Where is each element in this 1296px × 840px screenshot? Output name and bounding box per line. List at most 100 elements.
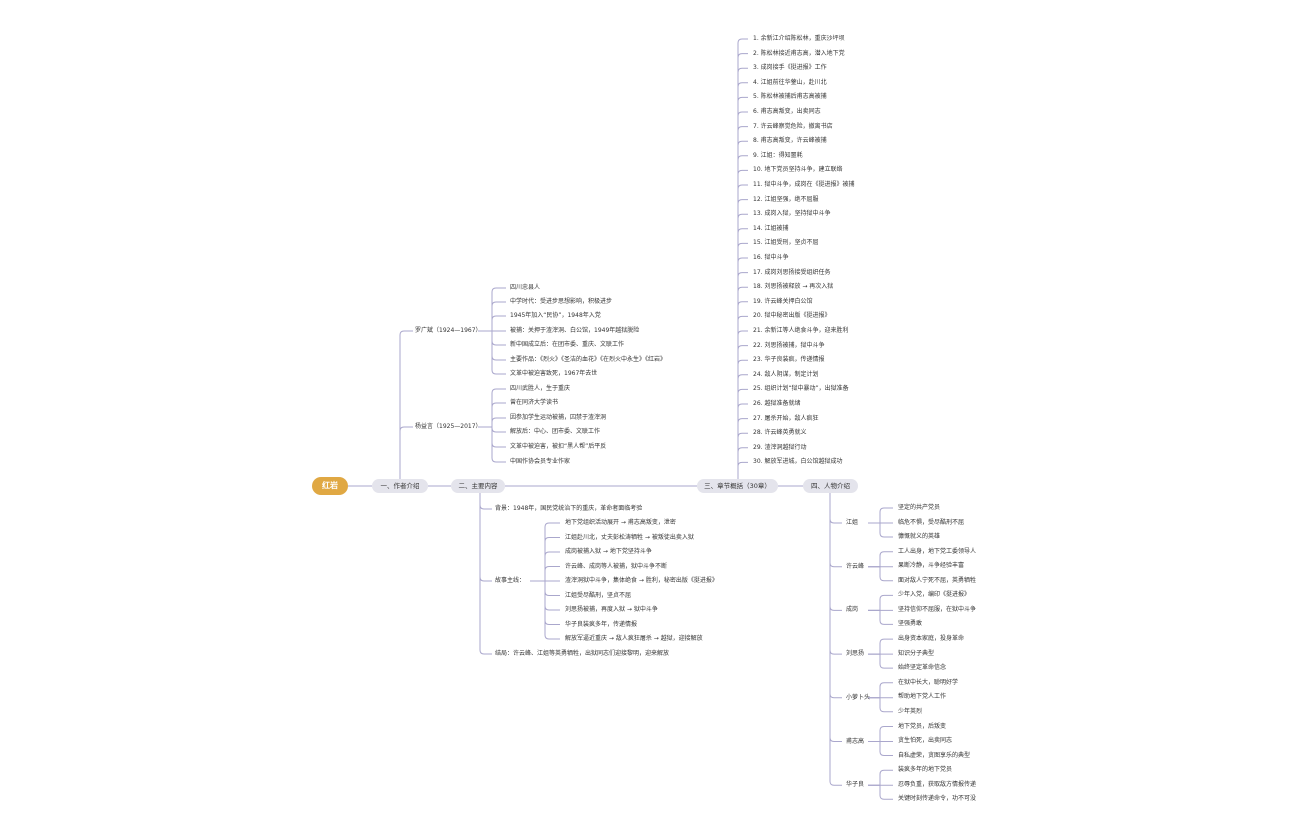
chapter-item[interactable]: 13. 成岗入狱，坚持狱中斗争	[753, 210, 831, 218]
character-name[interactable]: 许云峰	[846, 562, 865, 570]
character-trait[interactable]: 知识分子典型	[898, 649, 935, 657]
branch-content[interactable]: 二、主要内容	[451, 479, 505, 493]
branch-chapters[interactable]: 三、章节概括（30章）	[697, 479, 778, 493]
chapter-item[interactable]: 29. 渣滓洞越狱行动	[753, 443, 807, 451]
chapter-item[interactable]: 18. 刘思扬被释放 → 再次入狱	[753, 283, 834, 291]
author-detail[interactable]: 中国作协会员专业作家	[510, 458, 571, 465]
character-trait[interactable]: 始终坚定革命信念	[898, 664, 947, 672]
chapter-item[interactable]: 25. 组织计划“狱中暴动”，出狱准备	[753, 385, 849, 393]
chapter-item[interactable]: 30. 解放军进城，白公馆越狱成功	[753, 458, 843, 466]
author-detail[interactable]: 解放后：中心、团市委、文联工作	[510, 428, 601, 435]
character-trait[interactable]: 坚定的共产党员	[898, 504, 941, 511]
author-detail[interactable]: 1945年加入“民协”，1948年入党	[510, 312, 601, 319]
chapter-item[interactable]: 23. 华子良装疯，传递情报	[753, 356, 825, 364]
connector	[478, 426, 506, 463]
content-background[interactable]: 背景：1948年，国民党统治下的重庆，革命者面临考验	[495, 505, 643, 512]
character-trait[interactable]: 坚持信仰不屈服，在狱中斗争	[898, 605, 977, 613]
chapter-item[interactable]: 9. 江姐：得知噩耗	[753, 151, 803, 159]
chapter-item[interactable]: 27. 屠杀开始，敌人疯狂	[753, 414, 819, 422]
chapter-item[interactable]: 10. 地下党员坚持斗争，建立联络	[753, 166, 843, 174]
plot-item[interactable]: 华子良装疯多年，传递情报	[565, 620, 638, 628]
character-trait[interactable]: 贪生怕死，出卖同志	[898, 737, 953, 744]
plot-label[interactable]: 故事主线：	[495, 577, 526, 584]
chapter-item[interactable]: 28. 许云峰英勇就义	[753, 429, 807, 437]
plot-item[interactable]: 渣滓洞狱中斗争，集体绝食 → 胜利，秘密出版《挺进报》	[565, 577, 718, 584]
character-trait[interactable]: 临危不惧，受尽酷刑不屈	[898, 518, 965, 526]
plot-item[interactable]: 解放军逼近重庆 → 敌人疯狂屠杀 → 越狱，迎接解放	[565, 635, 703, 642]
chapter-item[interactable]: 24. 敌人阴谋，制定计划	[753, 370, 819, 378]
root-node[interactable]: 红岩	[312, 477, 348, 495]
plot-item[interactable]: 江姐受尽酷刑，坚贞不屈	[565, 591, 632, 599]
author-detail[interactable]: 四川忠县人	[510, 284, 541, 291]
character-trait[interactable]: 装疯多年的地下党员	[898, 766, 953, 774]
chapter-item[interactable]: 12. 江姐坚强，绝不屈服	[753, 195, 819, 203]
chapter-item[interactable]: 17. 成岗刘思扬接受组织任务	[753, 268, 831, 276]
chapter-item[interactable]: 2. 陈松林接近甫志高，潜入地下党	[753, 49, 845, 57]
character-name[interactable]: 甫志高	[846, 737, 865, 745]
character-trait[interactable]: 少年入党，编印《挺进报》	[898, 591, 971, 599]
character-name[interactable]: 成岗	[846, 606, 859, 614]
connector	[868, 653, 893, 669]
branch-characters[interactable]: 四、人物介绍	[803, 479, 858, 493]
chapter-item[interactable]: 14. 江姐被捕	[753, 224, 789, 232]
character-name[interactable]: 华子良	[846, 781, 865, 789]
character-name[interactable]: 刘思扬	[846, 650, 865, 658]
content-ending[interactable]: 结局：许云峰、江姐等英勇牺牲，出狱同志们迎接黎明，迎来解放	[495, 650, 670, 657]
author-detail[interactable]: 因参加学生运动被捕，囚禁于渣滓洞	[510, 414, 607, 421]
connector	[478, 417, 506, 428]
connector	[868, 551, 893, 568]
chapter-item[interactable]: 5. 陈松林被捕后甫志高被捕	[753, 93, 827, 101]
chapter-item[interactable]: 26. 越狱准备就绪	[753, 400, 801, 407]
author-detail[interactable]: 中学时代：受进步思想影响，积极进步	[510, 298, 613, 305]
plot-item[interactable]: 许云峰、成岗等人被捕，狱中斗争不断	[565, 562, 668, 570]
plot-item[interactable]: 江姐赴川北，丈夫彭松涛牺牲 → 被叛徒出卖入狱	[565, 533, 694, 541]
character-trait[interactable]: 地下党员，后叛变	[898, 722, 947, 730]
connector	[478, 330, 506, 375]
chapter-item[interactable]: 6. 甫志高叛变，出卖同志	[753, 108, 821, 115]
chapter-item[interactable]: 7. 许云峰察觉危险，撤离书店	[753, 122, 833, 130]
character-trait[interactable]: 坚强勇敢	[898, 620, 923, 628]
chapter-item[interactable]: 11. 狱中斗争，成岗在《挺进报》被捕	[753, 181, 855, 188]
character-trait[interactable]: 工人出身，地下党工委领导人	[898, 547, 977, 555]
connector	[737, 432, 748, 479]
connector	[737, 315, 748, 479]
character-name[interactable]: 江姐	[846, 519, 859, 526]
character-trait[interactable]: 在狱中长大，聪明好学	[898, 678, 959, 686]
character-trait[interactable]: 少年英烈	[898, 707, 923, 715]
character-trait[interactable]: 果断冷静，斗争经验丰富	[898, 562, 965, 570]
character-trait[interactable]: 帮助地下党人工作	[898, 693, 947, 701]
author-name[interactable]: 罗广斌（1924—1967）	[415, 327, 482, 334]
character-trait[interactable]: 面对敌人宁死不屈，英勇牺牲	[898, 576, 977, 584]
chapter-item[interactable]: 20. 狱中秘密出版《挺进报》	[753, 312, 831, 320]
plot-item[interactable]: 地下党组织活动展开 → 甫志高叛变，泄密	[565, 519, 676, 526]
character-trait[interactable]: 出身资本家庭，投身革命	[898, 635, 965, 643]
author-detail[interactable]: 主要作品：《烈火》《圣洁的血花》《在烈火中永生》《红岩》	[510, 356, 667, 363]
author-name[interactable]: 杨益言（1925—2017）	[415, 423, 482, 430]
character-trait[interactable]: 自私虚荣，贪图享乐的典型	[898, 751, 971, 759]
author-detail[interactable]: 四川武胜人，生于重庆	[510, 385, 571, 392]
character-trait[interactable]: 忍辱负重，获取敌方情报传递	[898, 780, 977, 788]
chapter-item[interactable]: 8. 甫志高叛变，许云峰被捕	[753, 137, 827, 145]
author-detail[interactable]: 新中国成立后：在团市委、重庆、文联工作	[510, 341, 625, 348]
chapter-item[interactable]: 16. 狱中斗争	[753, 254, 789, 261]
chapter-item[interactable]: 21. 余新江等人绝食斗争，迎来胜利	[753, 327, 849, 334]
character-trait[interactable]: 慷慨就义的英雄	[898, 533, 941, 540]
plot-item[interactable]: 成岗被捕入狱 → 地下党坚持斗争	[565, 548, 652, 555]
chapter-item[interactable]: 19. 许云峰关押白公馆	[753, 297, 813, 305]
author-detail[interactable]: 曾在同济大学读书	[510, 399, 559, 406]
chapter-item[interactable]: 1. 余新江介绍陈松林，重庆沙坪坝	[753, 35, 845, 42]
chapter-item[interactable]: 4. 江姐前往华蓥山，赴川北	[753, 78, 827, 86]
plot-item[interactable]: 刘思扬被捕，再度入狱 → 狱中斗争	[565, 606, 658, 613]
author-detail[interactable]: 被捕：关押于渣滓洞、白公馆，1949年越狱脱险	[510, 327, 640, 334]
connector	[478, 301, 506, 332]
chapter-item[interactable]: 3. 成岗接手《挺进报》工作	[753, 64, 827, 72]
connector	[737, 447, 748, 479]
character-name[interactable]: 小萝卜头	[846, 693, 871, 701]
connector	[737, 228, 748, 479]
character-trait[interactable]: 关键时刻传递命令，功不可没	[898, 795, 977, 803]
chapter-item[interactable]: 15. 江姐受刑，坚贞不屈	[753, 239, 819, 247]
branch-authors[interactable]: 一、作者介绍	[372, 479, 428, 493]
chapter-item[interactable]: 22. 刘思扬被捕，狱中斗争	[753, 341, 825, 349]
author-detail[interactable]: 文革中被迫害致死，1967年去世	[510, 370, 598, 377]
author-detail[interactable]: 文革中被迫害，被扣“黑人帮”后平反	[510, 443, 607, 450]
